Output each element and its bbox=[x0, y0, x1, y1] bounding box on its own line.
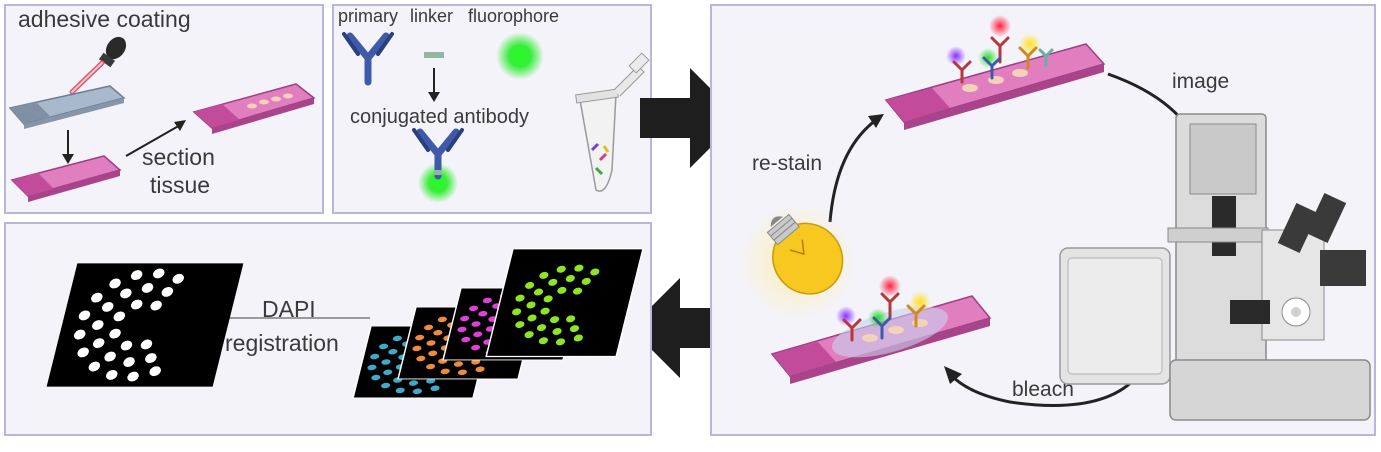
light-bulb-icon bbox=[740, 204, 856, 320]
primary-antibody-icon bbox=[342, 32, 394, 86]
stained-slide-top bbox=[884, 15, 1106, 130]
coated-slide-icon bbox=[10, 155, 122, 202]
image-label: image bbox=[1172, 70, 1230, 93]
primary-label: primary bbox=[338, 6, 399, 26]
adhesive-coating-title: adhesive coating bbox=[18, 6, 191, 32]
restain-label: re-stain bbox=[752, 152, 823, 175]
layer-green bbox=[485, 248, 644, 358]
section-label: section bbox=[142, 144, 215, 170]
coating-illustration bbox=[8, 36, 316, 202]
conjugated-antibody-label: conjugated antibody bbox=[350, 106, 530, 128]
registration-illustration bbox=[46, 248, 644, 399]
fluorophore-label: fluorophore bbox=[468, 6, 560, 26]
bleach-label: bleach bbox=[1012, 378, 1074, 401]
tissue-slide-icon bbox=[192, 83, 316, 134]
microscope-icon bbox=[1059, 113, 1371, 421]
left-arrow-icon bbox=[630, 278, 730, 378]
antibody-illustration bbox=[342, 32, 650, 203]
fluorophore-icon bbox=[496, 32, 544, 80]
dropper-icon bbox=[69, 36, 127, 95]
registered-image bbox=[46, 263, 244, 387]
registration-label: registration bbox=[225, 330, 339, 356]
bleached-slide-bottom bbox=[770, 275, 992, 384]
tube-icon bbox=[575, 52, 650, 192]
linker-label: linker bbox=[410, 6, 454, 26]
glass-slide-icon bbox=[8, 85, 126, 129]
tissue-label: tissue bbox=[150, 172, 211, 198]
linker-icon bbox=[424, 52, 444, 58]
